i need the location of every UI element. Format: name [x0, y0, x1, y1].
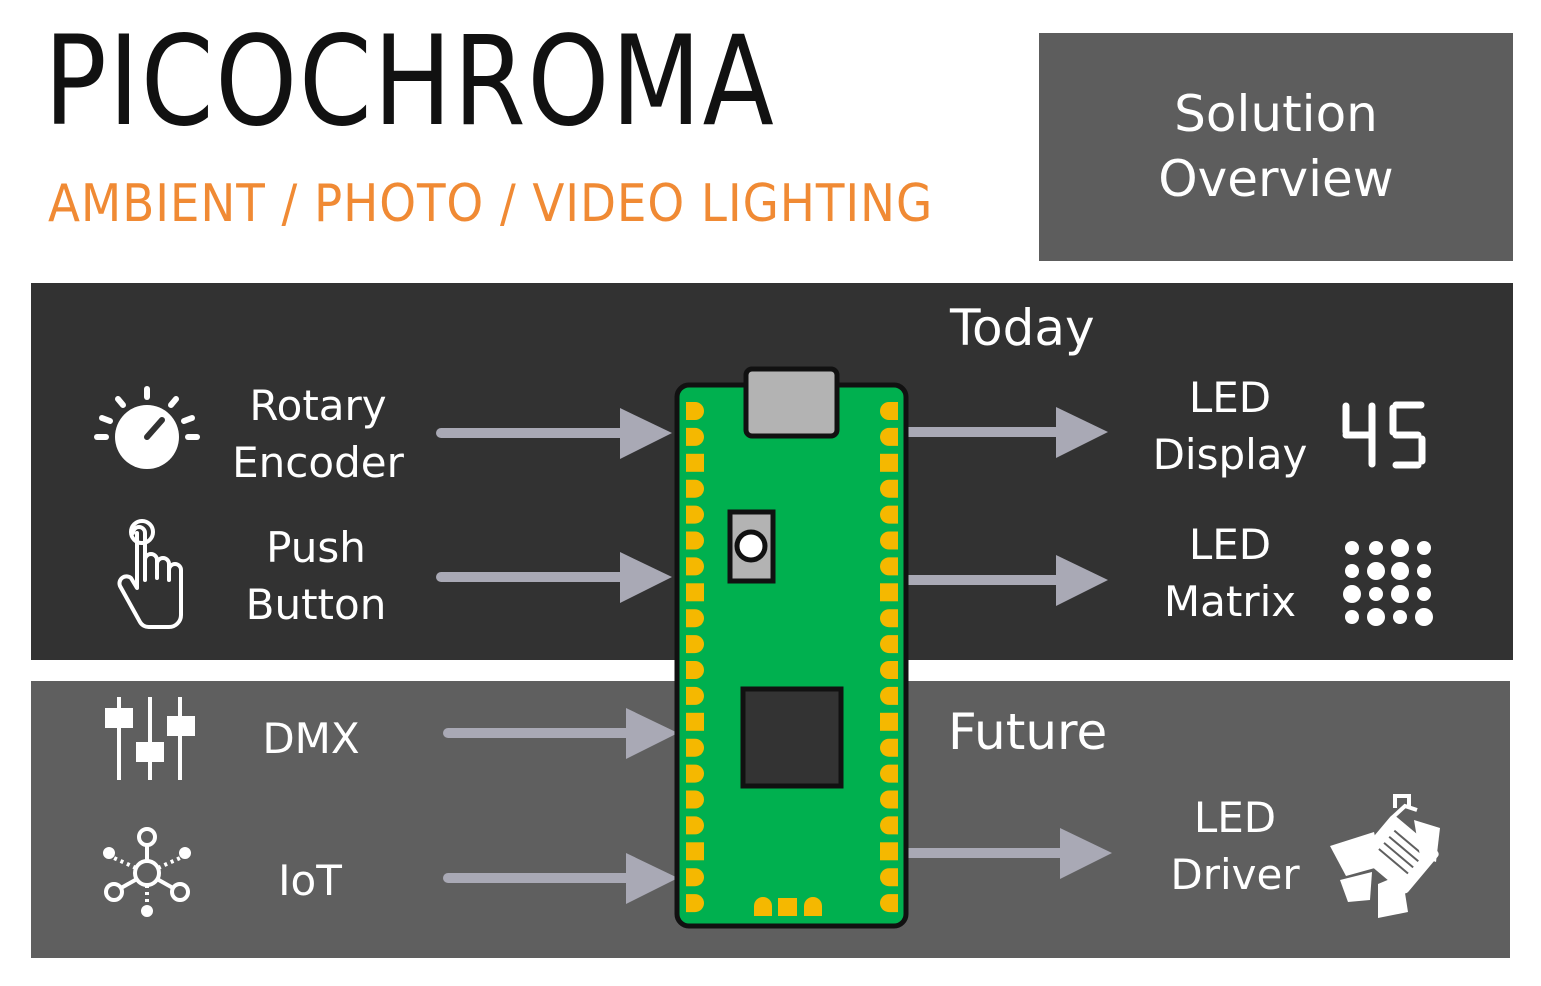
arrow-push-to-pico: [436, 552, 672, 603]
gpio-pad: [686, 453, 704, 472]
fader-sliders-icon: [105, 697, 195, 780]
led-matrix-label: LED Matrix: [1163, 520, 1297, 626]
usb-connector: [743, 366, 840, 439]
matrix-dot: [1369, 541, 1383, 555]
rp2040-chip: [740, 686, 844, 789]
gpio-pad: [686, 505, 704, 524]
pads-right: [880, 402, 898, 913]
gpio-pad: [880, 738, 898, 757]
future-label: Future: [948, 703, 1108, 761]
matrix-dot: [1345, 541, 1359, 555]
gpio-pad: [880, 686, 898, 705]
rotary-knob-icon: [94, 386, 200, 469]
matrix-dot: [1367, 608, 1385, 626]
gpio-pad: [686, 427, 704, 446]
gpio-pad: [686, 609, 704, 628]
gpio-pad: [686, 531, 704, 550]
matrix-dot: [1391, 585, 1409, 603]
input-arrows: [436, 408, 678, 904]
gpio-pad: [880, 531, 898, 550]
gpio-pad: [686, 816, 704, 835]
dot-matrix-icon: [1343, 539, 1433, 626]
debug-pads: [754, 897, 822, 916]
gpio-pad: [880, 712, 898, 731]
stage-spotlight-icon: [1330, 794, 1440, 918]
gpio-pad: [686, 402, 704, 420]
gpio-pad: [880, 557, 898, 576]
led-driver-label: LED Driver: [1170, 793, 1300, 899]
gpio-pad: [880, 453, 898, 472]
matrix-dot: [1345, 610, 1359, 624]
gpio-pad: [880, 635, 898, 654]
arrow-pico-to-display: [901, 407, 1108, 458]
gpio-pad: [686, 764, 704, 783]
matrix-dot: [1343, 585, 1361, 603]
gpio-pad: [880, 479, 898, 498]
pico-board: [674, 366, 909, 929]
gpio-pad: [686, 557, 704, 576]
dmx-label: DMX: [262, 714, 360, 763]
gpio-pad: [880, 790, 898, 809]
gpio-pad: [880, 868, 898, 887]
gpio-pad: [880, 894, 898, 913]
output-arrows: [901, 407, 1112, 879]
overview-line-1: Solution: [1174, 85, 1378, 143]
gpio-pad: [686, 661, 704, 679]
rotary-encoder-label: Rotary Encoder: [232, 381, 404, 487]
gpio-pad: [686, 479, 704, 498]
arrow-iot-to-pico: [443, 853, 678, 904]
app-title: PICOCHROMA: [44, 10, 776, 154]
gpio-pad: [880, 816, 898, 835]
gpio-pad: [686, 842, 704, 861]
network-hub-icon: [103, 827, 191, 917]
gpio-pad: [880, 764, 898, 783]
pointing-hand-icon: [117, 519, 183, 629]
arrow-rotary-to-pico: [436, 408, 672, 459]
matrix-dot: [1345, 564, 1359, 578]
gpio-pad: [880, 505, 898, 524]
matrix-dot: [1391, 539, 1409, 557]
matrix-dot: [1417, 564, 1431, 578]
overview-line-2: Overview: [1158, 150, 1394, 208]
arrow-pico-to-matrix: [901, 555, 1108, 606]
pads-left: [686, 402, 704, 913]
matrix-dot: [1415, 608, 1433, 626]
app-subtitle: AMBIENT / PHOTO / VIDEO LIGHTING: [48, 174, 934, 234]
today-label: Today: [950, 299, 1095, 357]
matrix-dot: [1393, 610, 1407, 624]
gpio-pad: [880, 402, 898, 420]
arrow-pico-to-driver: [901, 828, 1112, 879]
gpio-pad: [880, 842, 898, 861]
gpio-pad: [686, 868, 704, 887]
matrix-dot: [1367, 562, 1385, 580]
push-button-label: Push Button: [245, 523, 387, 629]
gpio-pad: [880, 583, 898, 602]
gpio-pad: [686, 712, 704, 731]
gpio-pad: [686, 686, 704, 705]
matrix-dot: [1391, 562, 1409, 580]
matrix-dot: [1417, 587, 1431, 601]
gpio-pad: [686, 738, 704, 757]
gpio-pad: [686, 635, 704, 654]
matrix-dot: [1417, 541, 1431, 555]
iot-label: IoT: [278, 856, 342, 905]
arrow-dmx-to-pico: [443, 708, 678, 759]
gpio-pad: [686, 790, 704, 809]
led-display-label: LED Display: [1152, 373, 1308, 479]
matrix-dot: [1369, 587, 1383, 601]
gpio-pad: [686, 583, 704, 602]
gpio-pad: [880, 427, 898, 446]
seven-segment-icon: [1342, 401, 1426, 469]
gpio-pad: [880, 661, 898, 679]
gpio-pad: [880, 609, 898, 628]
solution-overview-box: Solution Overview: [1039, 33, 1513, 261]
gpio-pad: [686, 894, 704, 913]
